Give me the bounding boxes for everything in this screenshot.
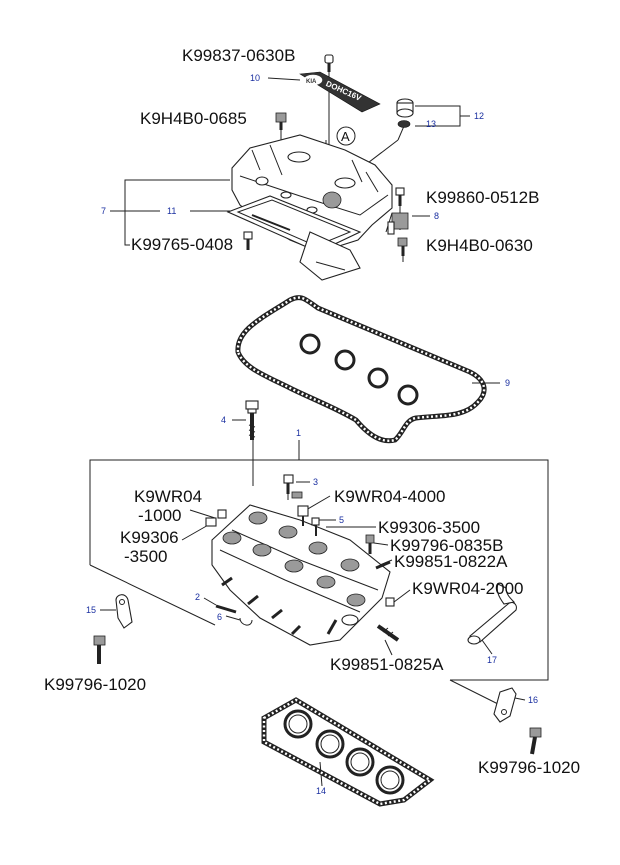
part-number-k99851-0822a: K99851-0822A [394,552,508,571]
lifting-bracket-16 [493,687,517,723]
callout-11: 11 [167,206,176,216]
bolt-3 [283,474,303,499]
top-bolt [324,54,334,72]
part-number-k9wr04-line2: -1000 [138,506,181,525]
bolt-k99765 [243,231,253,250]
lifting-bracket-15 [115,594,133,629]
part-number-k99796-1020-right: K99796-1020 [478,758,580,777]
head-cover-gasket [235,295,487,444]
part-number-labels: K99837-0630B K9H4B0-0685 K99860-0512B K9… [44,46,580,777]
part-number-k99306-line2: -3500 [124,547,167,566]
callout-8: 8 [434,211,439,221]
head-studs [221,576,338,636]
bolt-k9h4b0-0630 [397,237,408,256]
callout-6: 6 [217,612,222,622]
cylinder-head [211,504,391,646]
cover-gasket-11 [226,195,362,281]
callout-10: 10 [250,73,260,83]
callout-2: 2 [195,592,200,602]
part-number-k99796-0835b: K99796-0835B [390,536,503,555]
part-number-k99796-1020-left: K99796-1020 [44,675,146,694]
head-bolt-4 [245,400,259,440]
bolt-k9h4b0-0685 [275,112,287,130]
callout-4: 4 [221,415,226,425]
clip-6 [239,617,253,626]
bracket-8 [385,212,409,235]
part-number-k99765-0408: K99765-0408 [131,235,233,254]
part-number-k9h4b0-0630: K9H4B0-0630 [426,236,533,255]
part-number-k99837-0630b: K99837-0630B [182,46,295,65]
part-number-k99306-line1: K99306 [120,528,179,547]
dowel-2 [215,604,237,614]
oil-filler-cap [396,98,414,128]
logo-text: KIA [306,79,317,85]
sensor-k9wr04-1000 [205,509,227,527]
bolt-k99796-1020-right [529,727,542,755]
callout-12: 12 [474,111,484,121]
callout-14: 14 [316,786,326,796]
part-number-k99860-0512b: K99860-0512B [426,188,539,207]
part-number-k9wr04-line1: K9WR04 [134,487,202,506]
callout-17: 17 [487,655,497,665]
part-number-k99851-0825a: K99851-0825A [330,655,444,674]
stud-k99851-0825a [376,624,400,642]
callout-7: 7 [101,206,106,216]
view-a-marker: A [341,129,350,144]
plug-5 [311,517,320,536]
part-number-k9h4b0-0685: K9H4B0-0685 [140,109,247,128]
bolt-k99860 [395,187,405,206]
camshaft-journals [222,511,366,607]
sensor-k9wr04-4000 [297,505,309,526]
part-number-k9wr04-4000: K9WR04-4000 [334,487,446,506]
callout-numbers: 1 2 3 4 5 6 7 8 9 10 11 12 13 14 15 16 1… [86,73,538,796]
bolt-k99796-1020-left [93,635,106,664]
callout-3: 3 [313,477,318,487]
emblem-plate: KIA DOHC16V [299,71,381,113]
callout-13: 13 [426,119,436,129]
callout-16: 16 [528,695,538,705]
part-number-k9wr04-2000: K9WR04-2000 [412,579,524,598]
callout-1: 1 [296,428,301,438]
bolt-k99796-0835b [365,534,375,554]
callout-9: 9 [505,378,510,388]
callout-5: 5 [339,515,344,525]
plug-k9wr04-2000 [385,597,395,607]
part-number-k99306-3500: K99306-3500 [378,518,480,537]
callout-15: 15 [86,605,96,615]
stud-k99851-0822a [375,560,391,570]
cylinder-head-gasket [261,697,435,807]
water-pipe-17 [467,583,517,645]
